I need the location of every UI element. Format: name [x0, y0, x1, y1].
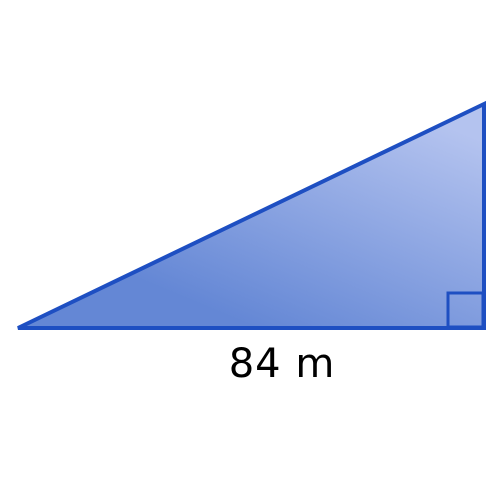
right-triangle [17, 100, 486, 330]
base-length-label: 84 m [228, 341, 336, 387]
right-angle-marker [446, 291, 485, 329]
